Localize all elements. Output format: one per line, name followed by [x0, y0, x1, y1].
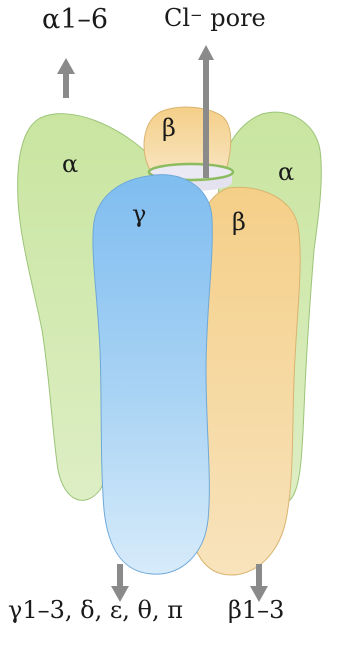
gamma-isoforms-label: γ1–3, δ, ε, θ, π [8, 596, 183, 624]
alpha-left-label: α [62, 150, 78, 178]
chloride-pore-label: Cl− pore [164, 4, 266, 32]
gamma-subunit-front [93, 175, 212, 574]
chloride-charge: − [190, 6, 203, 24]
beta-front-label: β [232, 208, 246, 236]
beta-subunit-back [144, 107, 231, 170]
arrow-up-left [57, 58, 75, 98]
beta-back-label: β [162, 114, 176, 142]
chloride-symbol: Cl [164, 4, 190, 32]
gamma-front-label: γ [132, 200, 146, 228]
alpha-isoforms-label: α1–6 [42, 4, 108, 35]
pore-word: pore [203, 4, 266, 32]
beta-isoforms-label: β1–3 [228, 596, 284, 624]
alpha-right-label: α [278, 158, 294, 186]
